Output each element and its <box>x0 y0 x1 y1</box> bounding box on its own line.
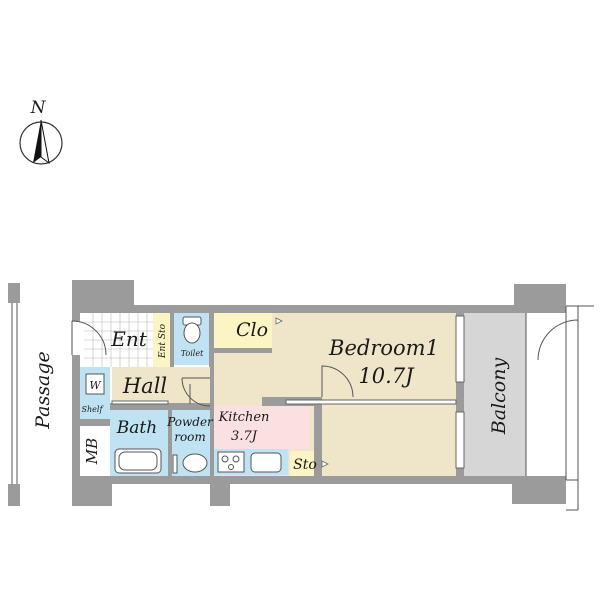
clo-label: Clo <box>236 319 268 341</box>
bedroom-door <box>321 365 354 398</box>
sto-arrow <box>321 460 329 468</box>
shelf-label: Shelf <box>82 405 105 414</box>
wash-basin <box>182 453 208 473</box>
wall-clo-bottom <box>214 348 272 353</box>
mb-label: MB <box>83 438 101 465</box>
sto-label: Sto <box>293 457 317 473</box>
kitchen-label: Kitchen <box>218 410 270 425</box>
bedroom-label: Bedroom1 <box>328 336 439 360</box>
burner-1 <box>221 455 229 463</box>
passage-area: Passage <box>8 283 54 506</box>
windows <box>111 315 465 469</box>
wall-bottom-right-block <box>512 476 566 504</box>
doors <box>71 319 579 407</box>
bath-label: Bath <box>116 418 157 438</box>
sliding-door-bedroom <box>285 399 457 405</box>
wall-mb <box>80 419 110 426</box>
clo-arrow <box>275 317 283 325</box>
compass-needle-light <box>40 119 50 165</box>
compass-needle-dark <box>33 120 41 163</box>
balcony-floor <box>464 313 526 476</box>
kitchen-sink <box>250 452 282 473</box>
wall-bath-top <box>110 403 210 410</box>
wall-top-right-block <box>514 284 566 313</box>
compass: N <box>19 98 63 165</box>
passage-cap-bottom <box>8 484 20 506</box>
entrance-door <box>71 320 107 356</box>
ent-sto-label: Ent Sto <box>158 323 168 359</box>
wall-bath-mid <box>168 410 172 476</box>
wall-hall-right <box>210 367 214 476</box>
closet-markers <box>275 317 329 468</box>
sliding-door-hall <box>111 400 169 405</box>
clo-area <box>214 313 272 348</box>
shelf-box <box>85 373 105 395</box>
toilet-label: Toilet <box>181 349 204 358</box>
wall-top <box>72 305 526 313</box>
passage-cap-top <box>8 283 20 303</box>
room-labels: Ent Ent Sto Toilet Clo Bedroom1 10.7J Ba… <box>82 319 510 473</box>
hall-floor <box>112 367 212 403</box>
wall-left-lower <box>72 355 80 476</box>
hall-label: Hall <box>122 374 167 398</box>
faucet <box>172 454 178 474</box>
fixtures <box>85 316 282 474</box>
bedroom-size-label: 10.7J <box>358 364 415 388</box>
ent-sto-area <box>153 313 171 367</box>
mb-area <box>80 426 108 476</box>
powder-label-line1: Powder <box>166 415 214 429</box>
balcony-label: Balcony <box>488 358 510 436</box>
wall-balcony-left <box>456 313 464 476</box>
wall-toilet-left <box>170 313 174 367</box>
window-bedroom-balcony-lower <box>455 411 465 469</box>
passage-label: Passage <box>32 351 54 430</box>
powder-label-line2: room <box>174 430 206 444</box>
w-label: W <box>89 379 102 392</box>
burner-2 <box>232 455 240 463</box>
wall-kitchen-right <box>314 397 322 476</box>
compass-north-label: N <box>30 98 47 118</box>
kitchen-size-label: 3.7J <box>231 429 258 444</box>
walls <box>72 280 566 506</box>
window-bedroom-balcony <box>455 315 465 383</box>
wall-bottom <box>72 476 526 484</box>
ent-label: Ent <box>110 327 147 351</box>
kitchen-floor <box>214 406 310 449</box>
wall-left <box>72 313 80 321</box>
toilet-bowl <box>183 322 201 344</box>
wall-bottom-mid-block <box>210 476 230 506</box>
burner-3 <box>228 464 234 470</box>
wall-toilet-right <box>209 313 214 367</box>
wall-bottom-left-block <box>72 476 112 506</box>
bathtub-inner <box>118 451 158 471</box>
balcony-door <box>537 319 579 361</box>
